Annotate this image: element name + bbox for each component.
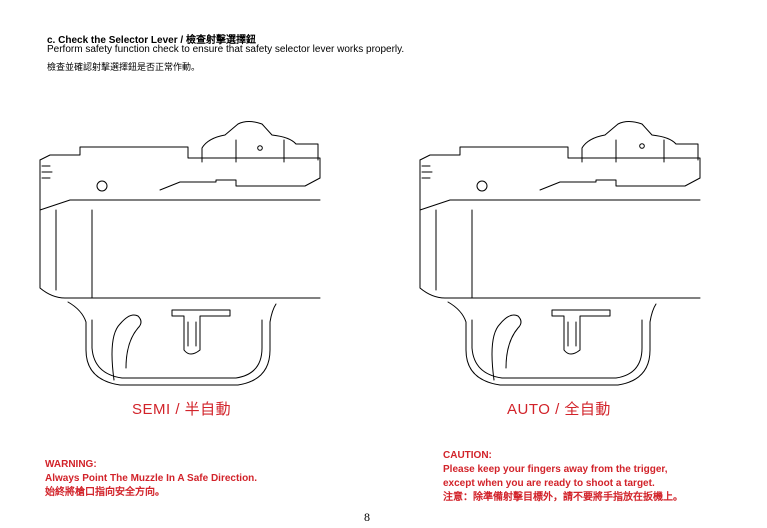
mode-label-auto: AUTO / 全自動 [507, 401, 611, 418]
warning-text-zh: 始終將槍口指向安全方向。 [45, 487, 165, 498]
instruction-text-en: Perform safety function check to ensure … [47, 44, 405, 55]
page-number: 8 [364, 510, 370, 524]
caution-text-en-1: Please keep your fingers away from the t… [443, 464, 668, 475]
warning-heading: WARNING: [45, 459, 97, 470]
caution-heading: CAUTION: [443, 450, 492, 461]
section-title: c. Check the Selector Lever / 檢查射擊選擇鈕 [47, 35, 256, 46]
selector-lever-auto-illustration [419, 121, 701, 386]
selector-lever-semi-illustration [39, 121, 321, 386]
mode-label-semi: SEMI / 半自動 [132, 401, 232, 418]
caution-block: CAUTION: Please keep your fingers away f… [443, 449, 683, 505]
warning-block: WARNING: Always Point The Muzzle In A Sa… [45, 458, 257, 500]
instruction-text-zh: 檢查並確認射擊選擇鈕是否正常作動。 [47, 62, 201, 72]
caution-text-zh: 注意：除準備射擊目標外，請不要將手指放在扳機上。 [443, 492, 683, 503]
warning-text-en: Always Point The Muzzle In A Safe Direct… [45, 473, 258, 484]
caution-text-en-2: except when you are ready to shoot a tar… [443, 478, 655, 489]
